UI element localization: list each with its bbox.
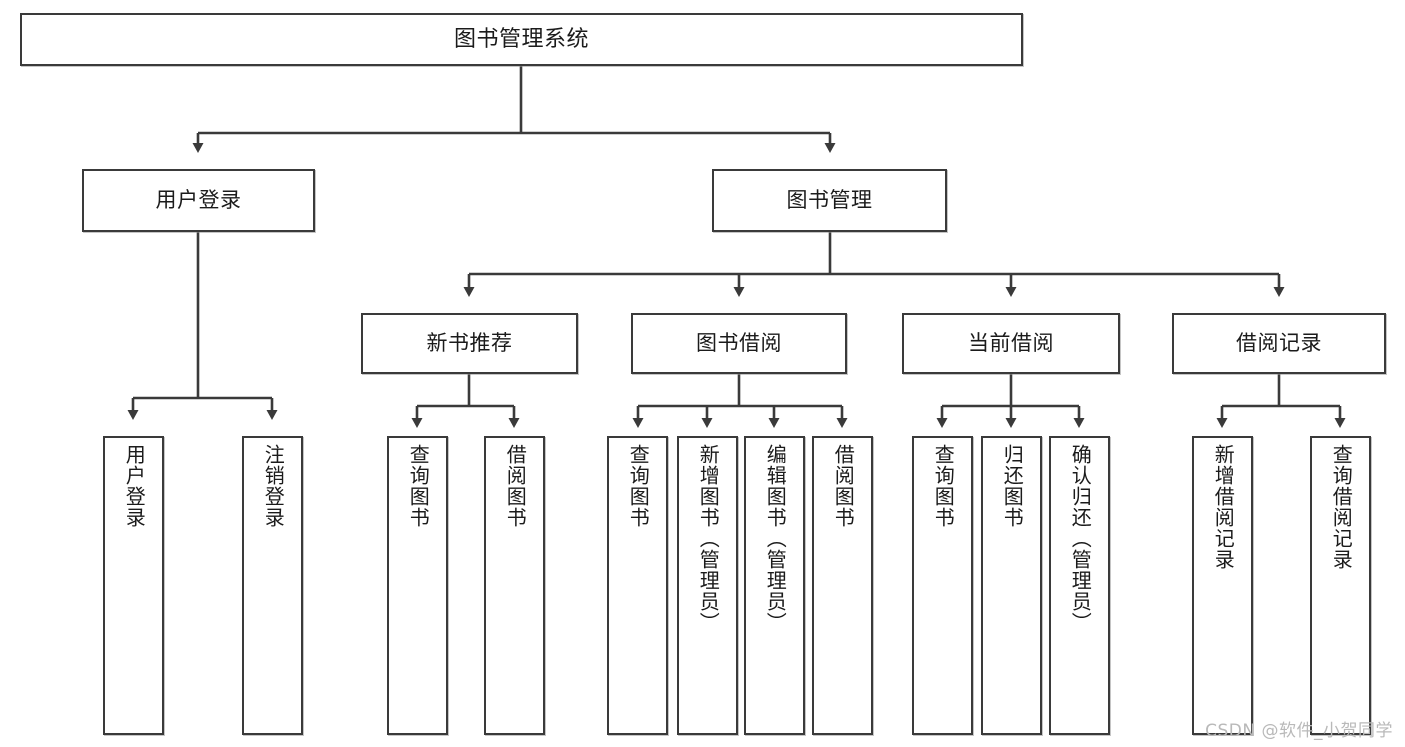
- node-label: 图书借阅: [696, 331, 782, 356]
- node-current-borrow[interactable]: 当前借阅: [902, 313, 1120, 374]
- node-label: 用户登录: [155, 188, 242, 213]
- node-label: 用户登录: [122, 444, 147, 528]
- node-label: 借阅记录: [1236, 331, 1322, 356]
- node-book-borrow[interactable]: 图书借阅: [631, 313, 847, 374]
- node-borrow-record[interactable]: 借阅记录: [1172, 313, 1386, 374]
- node-label: 查询图书: [406, 444, 431, 528]
- node-label: 查询借阅记录: [1329, 444, 1354, 570]
- leaf-borrow-book-2[interactable]: 借阅图书: [812, 436, 873, 735]
- node-label: 新书推荐: [426, 331, 513, 356]
- node-label: 图书管理: [786, 188, 873, 213]
- leaf-user-login[interactable]: 用户登录: [103, 436, 164, 735]
- leaf-logout-login[interactable]: 注销登录: [242, 436, 303, 735]
- node-book-manage[interactable]: 图书管理: [712, 169, 947, 232]
- node-user-login[interactable]: 用户登录: [82, 169, 315, 232]
- node-label: 确认归还（管理员）: [1068, 444, 1093, 633]
- node-label: 新增图书（管理员）: [696, 444, 721, 633]
- node-label: 当前借阅: [968, 331, 1054, 356]
- node-label: 查询图书: [931, 444, 956, 528]
- node-label: 归还图书: [1000, 444, 1025, 528]
- leaf-return-book[interactable]: 归还图书: [981, 436, 1042, 735]
- leaf-query-book-2[interactable]: 查询图书: [607, 436, 668, 735]
- node-label: 编辑图书（管理员）: [763, 444, 788, 633]
- node-label: 借阅图书: [831, 444, 856, 528]
- leaf-borrow-book-1[interactable]: 借阅图书: [484, 436, 545, 735]
- leaf-confirm-return[interactable]: 确认归还（管理员）: [1049, 436, 1110, 735]
- leaf-query-book-1[interactable]: 查询图书: [387, 436, 448, 735]
- node-new-book-rec[interactable]: 新书推荐: [361, 313, 578, 374]
- leaf-edit-book[interactable]: 编辑图书（管理员）: [744, 436, 805, 735]
- node-label: 借阅图书: [503, 444, 528, 528]
- leaf-add-record[interactable]: 新增借阅记录: [1192, 436, 1253, 735]
- node-label: 图书管理系统: [453, 26, 589, 52]
- node-root-图书管理系统[interactable]: 图书管理系统: [20, 13, 1023, 66]
- node-label: 注销登录: [261, 444, 286, 528]
- leaf-query-book-3[interactable]: 查询图书: [912, 436, 973, 735]
- leaf-query-record[interactable]: 查询借阅记录: [1310, 436, 1371, 735]
- leaf-add-book[interactable]: 新增图书（管理员）: [677, 436, 738, 735]
- csdn-watermark: CSDN @软件_小贺同学: [1205, 721, 1393, 741]
- node-label: 新增借阅记录: [1211, 444, 1236, 570]
- node-label: 查询图书: [626, 444, 651, 528]
